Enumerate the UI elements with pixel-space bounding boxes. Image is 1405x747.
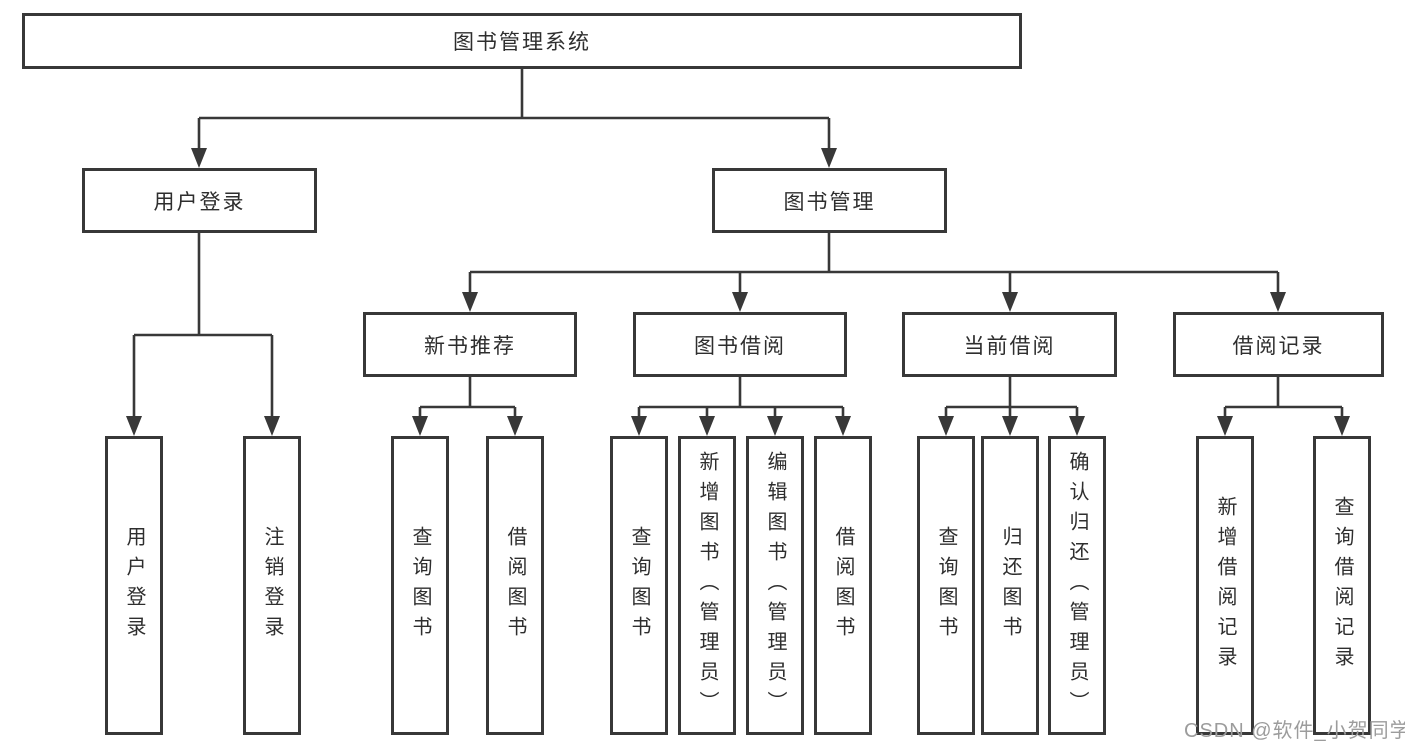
node-current-borrowing-label: 当前借阅 <box>963 334 1056 358</box>
csdn-watermark: CSDN @软件_小贺同学 <box>1184 720 1405 742</box>
node-leaf-edit-books-admin: 编辑图书（管理员） <box>746 436 804 735</box>
node-leaf-add-books-admin-label: 新增图书（管理员） <box>696 450 718 721</box>
node-leaf-query-books-current: 查询图书 <box>917 436 975 735</box>
node-leaf-add-books-admin: 新增图书（管理员） <box>678 436 736 735</box>
node-leaf-user-login-label: 用户登录 <box>123 525 145 646</box>
node-leaf-query-books-recommend-label: 查询图书 <box>409 525 431 646</box>
node-book-borrowing-label: 图书借阅 <box>694 334 786 358</box>
node-leaf-query-books-recommend: 查询图书 <box>391 436 449 735</box>
node-current-borrowing: 当前借阅 <box>902 312 1117 377</box>
node-leaf-borrow-books-recommend: 借阅图书 <box>486 436 544 735</box>
node-leaf-query-borrow-record: 查询借阅记录 <box>1313 436 1371 735</box>
node-leaf-query-borrow-record-label: 查询借阅记录 <box>1331 495 1353 676</box>
node-leaf-query-books-current-label: 查询图书 <box>935 525 957 646</box>
node-user-login: 用户登录 <box>82 168 317 233</box>
node-leaf-logout: 注销登录 <box>243 436 301 735</box>
node-leaf-borrow-books-recommend-label: 借阅图书 <box>504 525 526 646</box>
node-leaf-query-books-borrowing-label: 查询图书 <box>628 525 650 646</box>
node-leaf-add-borrow-record-label: 新增借阅记录 <box>1214 495 1236 676</box>
node-leaf-return-books: 归还图书 <box>981 436 1039 735</box>
node-borrowing-records-label: 借阅记录 <box>1232 334 1325 358</box>
node-book-borrowing: 图书借阅 <box>633 312 847 377</box>
node-leaf-logout-label: 注销登录 <box>261 525 283 646</box>
node-leaf-user-login: 用户登录 <box>105 436 163 735</box>
node-leaf-confirm-return-admin: 确认归还（管理员） <box>1048 436 1106 735</box>
node-root-system: 图书管理系统 <box>22 13 1022 69</box>
node-leaf-return-books-label: 归还图书 <box>999 525 1021 646</box>
node-leaf-query-books-borrowing: 查询图书 <box>610 436 668 735</box>
node-borrowing-records: 借阅记录 <box>1173 312 1384 377</box>
node-leaf-edit-books-admin-label: 编辑图书（管理员） <box>764 450 786 721</box>
node-book-management-label: 图书管理 <box>783 190 876 214</box>
node-leaf-confirm-return-admin-label: 确认归还（管理员） <box>1066 450 1088 721</box>
node-user-login-label: 用户登录 <box>153 190 246 214</box>
node-leaf-borrow-books: 借阅图书 <box>814 436 872 735</box>
node-leaf-add-borrow-record: 新增借阅记录 <box>1196 436 1254 735</box>
node-new-book-recommendation: 新书推荐 <box>363 312 577 377</box>
node-book-management: 图书管理 <box>712 168 947 233</box>
node-root-system-label: 图书管理系统 <box>453 31 591 54</box>
node-new-book-recommendation-label: 新书推荐 <box>424 334 516 358</box>
node-leaf-borrow-books-label: 借阅图书 <box>832 525 854 646</box>
